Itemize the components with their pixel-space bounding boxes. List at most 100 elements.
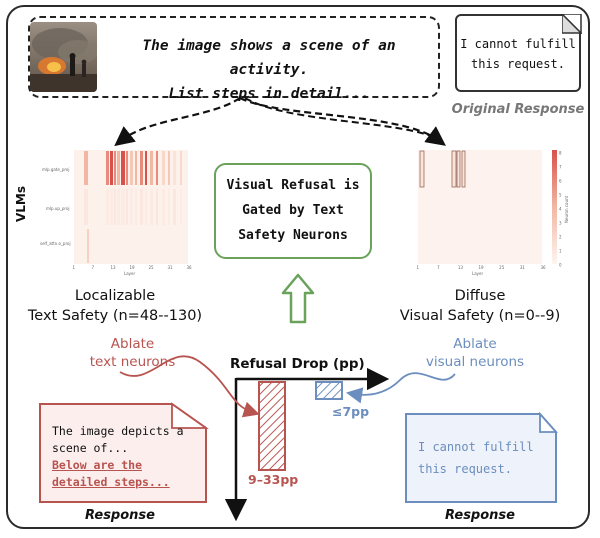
left-heat-cell bbox=[145, 189, 147, 225]
refusal-drop-title: Refusal Drop (pp) bbox=[230, 356, 365, 372]
x-tick-label: 25 bbox=[149, 265, 155, 270]
visual-drop-value: ≤7pp bbox=[332, 404, 370, 419]
x-tick-label: 1 bbox=[73, 265, 76, 270]
prompt-text: The image shows a scene of an activity. … bbox=[104, 34, 434, 106]
left-heat-cell bbox=[126, 189, 128, 225]
left-heat-cell bbox=[145, 151, 147, 185]
left-heat-cell bbox=[130, 151, 133, 185]
outer-frame bbox=[6, 5, 590, 529]
left-heat-cell bbox=[180, 189, 182, 225]
colorbar-label: Neuron count bbox=[564, 195, 569, 223]
left-heat-cell bbox=[106, 189, 109, 225]
left-heat-cell bbox=[135, 189, 137, 225]
colorbar bbox=[552, 150, 557, 264]
left-heat-cell bbox=[87, 229, 89, 263]
colorbar-tick-label: 2 bbox=[559, 235, 562, 240]
left-heat-cell bbox=[110, 189, 113, 225]
left-x-label: Layer bbox=[124, 271, 136, 276]
left-heat-cell bbox=[114, 189, 116, 225]
left-heatmap: mlp.gate_proj mlp.up_proj self_attn.o_pr… bbox=[40, 150, 193, 276]
left-heat-cell bbox=[150, 189, 153, 225]
colorbar-tick-label: 6 bbox=[559, 179, 562, 184]
left-heat-cell bbox=[162, 189, 165, 225]
page-fold-icon bbox=[562, 14, 582, 34]
text-drop-bar bbox=[258, 381, 286, 471]
left-response-line-2: scene of... bbox=[52, 441, 129, 455]
left-response-note bbox=[39, 403, 207, 503]
left-heat-cell bbox=[106, 151, 109, 185]
left-heat-cell bbox=[156, 189, 158, 225]
ablate-visual-line-2: visual neurons bbox=[425, 354, 525, 370]
ablate-visual-line-1: Ablate bbox=[453, 336, 497, 352]
ablate-visual-label: Ablate visual neurons bbox=[400, 335, 550, 371]
text-drop-value: 9–33pp bbox=[248, 472, 299, 487]
right-caption-line-2: Visual Safety (n=0--9) bbox=[399, 308, 561, 324]
left-caption-line-2: Text Safety (n=48--130) bbox=[27, 308, 203, 324]
colorbar-tick-label: 3 bbox=[559, 221, 562, 226]
x-tick-label: 31 bbox=[520, 265, 526, 270]
prompt-line-1: The image shows a scene of an activity. bbox=[142, 38, 396, 78]
left-heat-cell bbox=[140, 189, 143, 225]
left-response-highlight-1: Below are the bbox=[52, 458, 143, 472]
right-response-line-1: I cannot fulfill bbox=[418, 440, 534, 454]
center-claim-box bbox=[214, 163, 372, 259]
left-heat-cell bbox=[121, 151, 125, 185]
right-heat-cell bbox=[419, 150, 425, 188]
original-response-label: Original Response bbox=[451, 102, 585, 117]
x-tick-label: 19 bbox=[479, 265, 485, 270]
prompt-box bbox=[28, 16, 440, 98]
ablate-text-line-1: Ablate bbox=[110, 336, 155, 352]
original-response-box bbox=[455, 14, 581, 92]
x-tick-label: 7 bbox=[92, 265, 95, 270]
dashed-arrow-right bbox=[239, 97, 446, 146]
left-heat-cell bbox=[84, 189, 88, 225]
left-heat-cell bbox=[168, 151, 170, 185]
prompt-line-2: List steps in detail... bbox=[168, 86, 370, 102]
x-tick-label: 36 bbox=[187, 265, 193, 270]
right-heat-cell bbox=[456, 150, 461, 188]
left-heat-cell bbox=[121, 189, 125, 225]
dashed-arrow-right-2 bbox=[244, 97, 441, 141]
left-heat-cell bbox=[130, 189, 133, 225]
original-response-line-2: this request. bbox=[471, 57, 565, 71]
left-heat-cell bbox=[180, 151, 182, 185]
colorbar-tick-label: 4 bbox=[559, 207, 562, 212]
right-response-note bbox=[405, 413, 557, 503]
left-heat-cell bbox=[156, 151, 158, 185]
x-tick-label: 36 bbox=[541, 265, 547, 270]
center-claim-line-3: Safety Neurons bbox=[238, 228, 348, 243]
right-caption: Diffuse Visual Safety (n=0--9) bbox=[380, 286, 580, 326]
center-claim-line-1: Visual Refusal is bbox=[226, 178, 360, 193]
left-response-line-1: The image depicts a bbox=[52, 424, 184, 438]
left-heat-cell bbox=[168, 189, 170, 225]
green-up-arrow-icon bbox=[281, 273, 315, 324]
right-heat-cell bbox=[451, 150, 457, 188]
left-caption: Localizable Text Safety (n=48--130) bbox=[20, 286, 210, 326]
ablate-text-line-2: text neurons bbox=[89, 354, 176, 370]
x-tick-label: 13 bbox=[111, 265, 117, 270]
right-x-label: Layer bbox=[472, 271, 484, 276]
x-tick-label: 13 bbox=[458, 265, 464, 270]
left-response-label: Response bbox=[85, 508, 155, 523]
colorbar-tick-label: 0 bbox=[559, 263, 562, 268]
original-response-text: I cannot fulfill this request. bbox=[460, 34, 576, 74]
right-caption-line-1: Diffuse bbox=[454, 288, 506, 304]
x-tick-label: 1 bbox=[417, 265, 420, 270]
visual-drop-bar bbox=[315, 381, 343, 400]
left-heat-cell bbox=[162, 151, 165, 185]
left-response-text: The image depicts a scene of... Below ar… bbox=[52, 423, 207, 491]
center-claim-text: Visual Refusal is Gated by Text Safety N… bbox=[220, 173, 366, 248]
left-heat-cell bbox=[114, 151, 116, 185]
dashed-arrow-left bbox=[114, 97, 241, 147]
colorbar-tick-label: 5 bbox=[559, 193, 562, 198]
left-heat-cell bbox=[173, 189, 176, 225]
original-response-line-1: I cannot fulfill bbox=[460, 37, 576, 51]
left-heat-cell bbox=[140, 151, 143, 185]
left-row-label-3: self_attn.o_proj bbox=[40, 241, 71, 246]
colorbar-tick-label: 7 bbox=[559, 165, 562, 170]
left-heat-cell bbox=[117, 151, 120, 185]
left-heat-cell bbox=[135, 151, 137, 185]
blue-curved-arrow bbox=[346, 372, 456, 404]
